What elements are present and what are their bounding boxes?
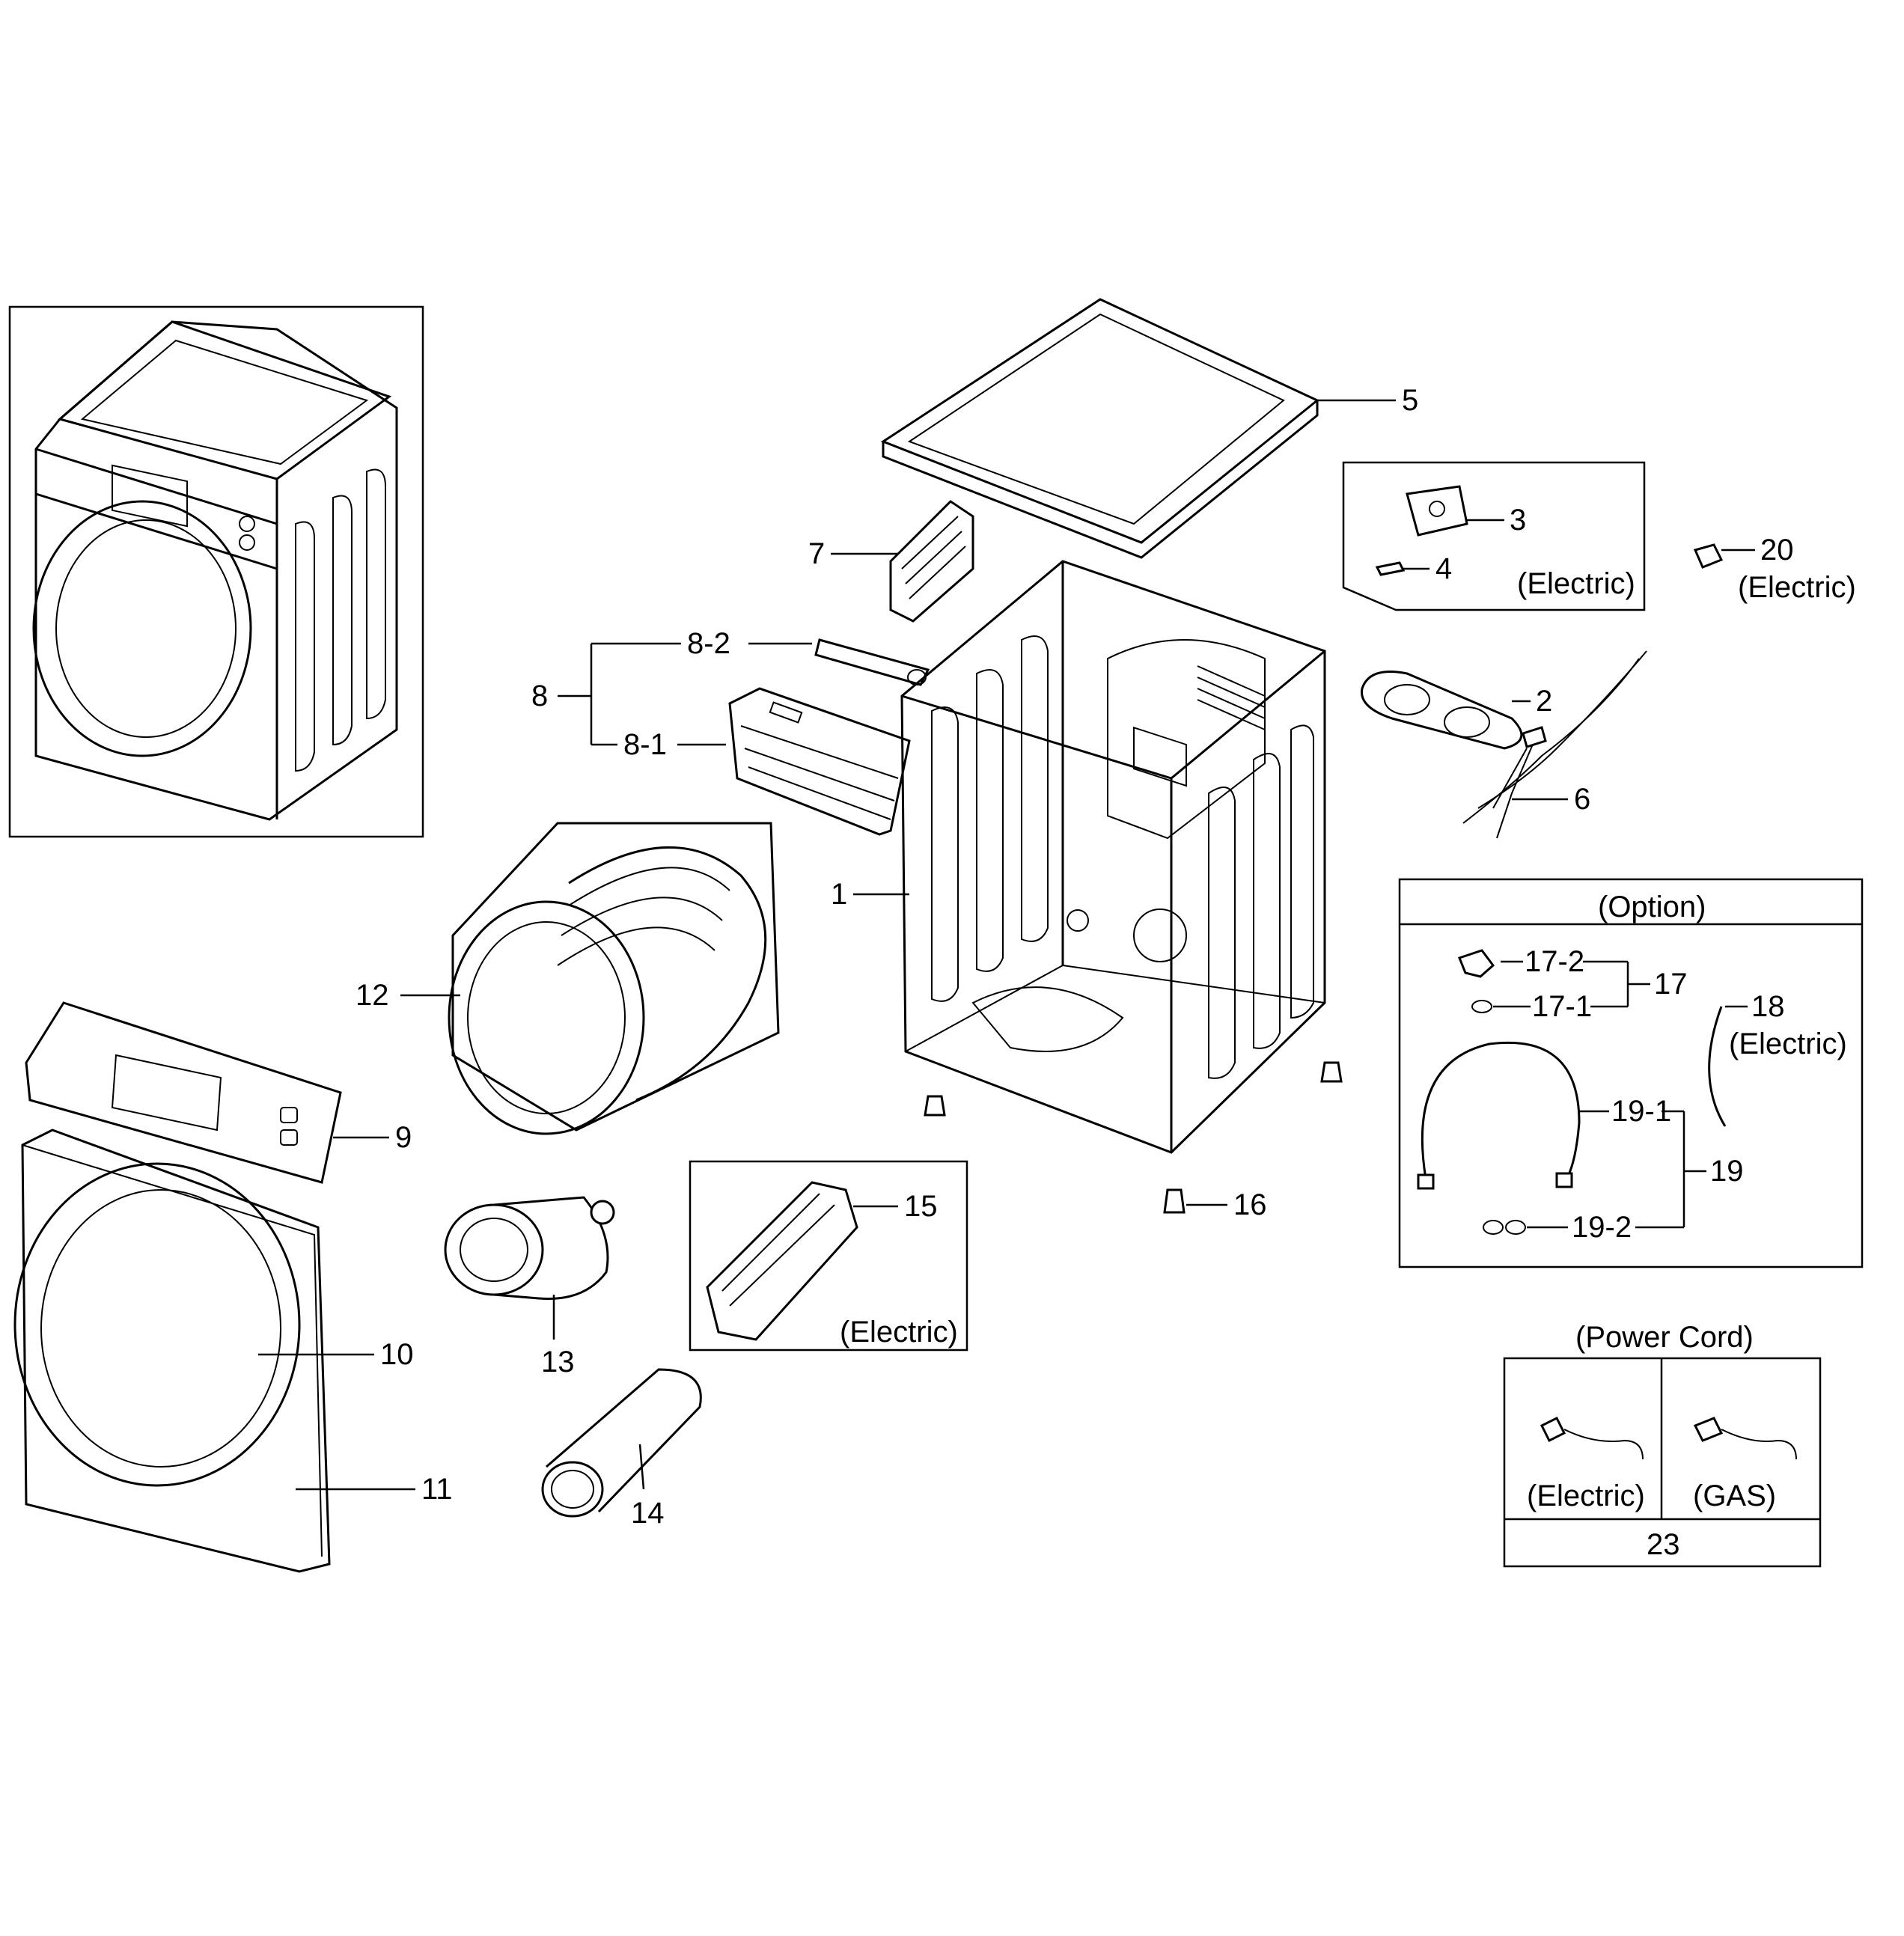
callout-14: 14 [631,1497,665,1530]
callout-19: 19 [1710,1155,1744,1188]
power-cord-title: (Power Cord) [1575,1321,1754,1354]
callout-1: 1 [831,878,847,911]
power-cord-electric-label: (Electric) [1527,1480,1645,1512]
callout-13: 13 [541,1346,575,1378]
callout-16: 16 [1233,1188,1267,1221]
callout-9: 9 [395,1121,412,1154]
electric-note-3-4: (Electric) [1517,567,1635,600]
leveling-legs-part [924,1061,1343,1214]
cabinet-part [853,560,1326,1154]
assembled-dryer-inset [8,305,424,838]
callout-19-2: 19-2 [1572,1211,1632,1244]
callout-15: 15 [904,1190,938,1223]
terminal-block-group [1342,461,1646,611]
drum-part [400,822,780,1135]
callout-6: 6 [1574,783,1590,816]
control-panel-part [25,1001,389,1184]
exhaust-cover-part [1361,671,1531,750]
callout-17-2: 17-2 [1525,945,1584,978]
electric-note-20: (Electric) [1738,571,1856,604]
callout-18: 18 [1751,990,1785,1023]
callout-5: 5 [1402,384,1418,417]
callout-8: 8 [531,680,548,712]
callout-23: 23 [1647,1528,1680,1561]
electric-note-15: (Electric) [840,1316,958,1349]
callout-17: 17 [1654,968,1688,1001]
heater-assembly-group [689,1160,968,1352]
top-cover-part [880,298,1396,559]
strain-relief-part [1693,543,1755,569]
bracket-part [831,500,974,623]
power-cord-gas-label: (GAS) [1693,1480,1776,1512]
callout-10: 10 [380,1338,414,1371]
wire-harness-part [1462,650,1647,839]
callout-11: 11 [421,1473,453,1506]
front-panel-part [13,1129,415,1573]
option-accessories-group [1398,878,1864,1268]
duct-part [541,1368,702,1518]
callout-17-1: 17-1 [1532,990,1592,1023]
electric-note-18: (Electric) [1729,1027,1847,1060]
blower-part [444,1196,615,1340]
callout-2: 2 [1536,685,1552,718]
option-title: (Option) [1598,891,1706,923]
callout-8-2: 8-2 [687,627,730,660]
heater-duct-part [558,638,930,836]
callout-7: 7 [808,537,825,570]
power-cord-group [1503,1357,1822,1568]
callout-19-1: 19-1 [1611,1095,1671,1128]
callout-8-1: 8-1 [623,728,667,761]
callout-4: 4 [1435,552,1452,585]
callout-20: 20 [1760,534,1794,567]
callout-3: 3 [1510,504,1526,537]
callout-12: 12 [356,979,389,1012]
